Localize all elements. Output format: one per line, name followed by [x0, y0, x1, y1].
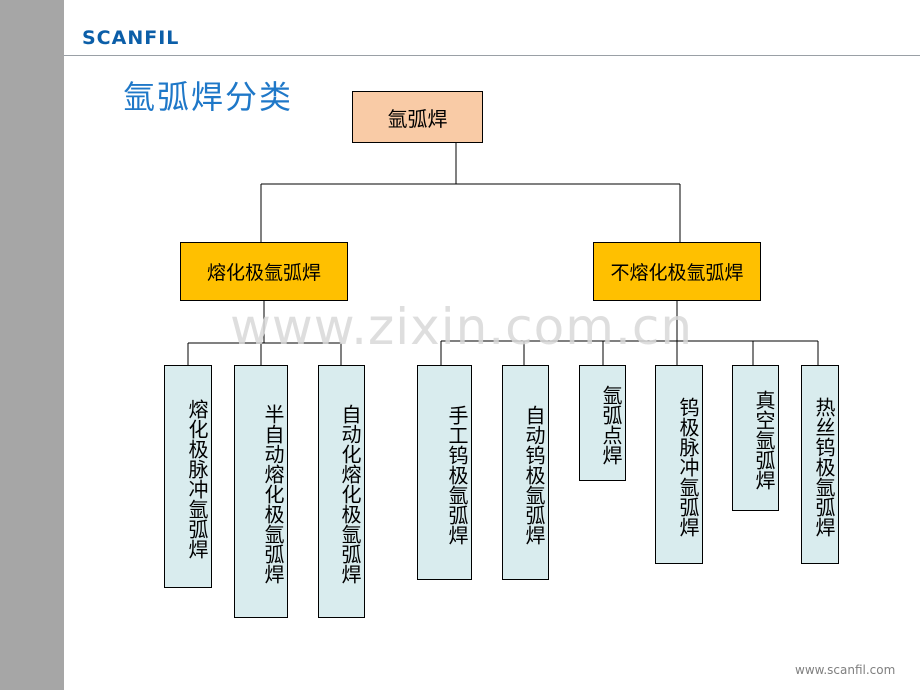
leaf-consumable-pulse: 熔化极脉冲氩弧焊 — [164, 365, 212, 588]
leaf-tungsten-pulse: 钨极脉冲氩弧焊 — [655, 365, 703, 564]
leaf-argon-spot: 氩弧点焊 — [579, 365, 626, 481]
watermark-text: www.zixin.com.cn — [230, 298, 694, 356]
leaf-vacuum-argon: 真空氩弧焊 — [732, 365, 779, 511]
left-side-bar — [0, 0, 64, 690]
leaf-manual-tungsten: 手工钨极氩弧焊 — [417, 365, 472, 580]
leaf-auto-consumable: 自动化熔化极氩弧焊 — [318, 365, 365, 618]
node-root: 氩弧焊 — [352, 91, 483, 143]
header-divider — [64, 55, 920, 56]
leaf-hot-wire-tungsten: 热丝钨极氩弧焊 — [801, 365, 839, 564]
footer-url: www.scanfil.com — [795, 663, 896, 677]
node-non-consumable-electrode: 不熔化极氩弧焊 — [593, 242, 761, 301]
scanfil-logo: SCANFIL — [82, 27, 180, 49]
node-consumable-electrode: 熔化极氩弧焊 — [180, 242, 348, 301]
page-title: 氩弧焊分类 — [123, 78, 294, 116]
leaf-semi-auto-consumable: 半自动熔化极氩弧焊 — [234, 365, 288, 618]
leaf-auto-tungsten: 自动钨极氩弧焊 — [502, 365, 549, 580]
